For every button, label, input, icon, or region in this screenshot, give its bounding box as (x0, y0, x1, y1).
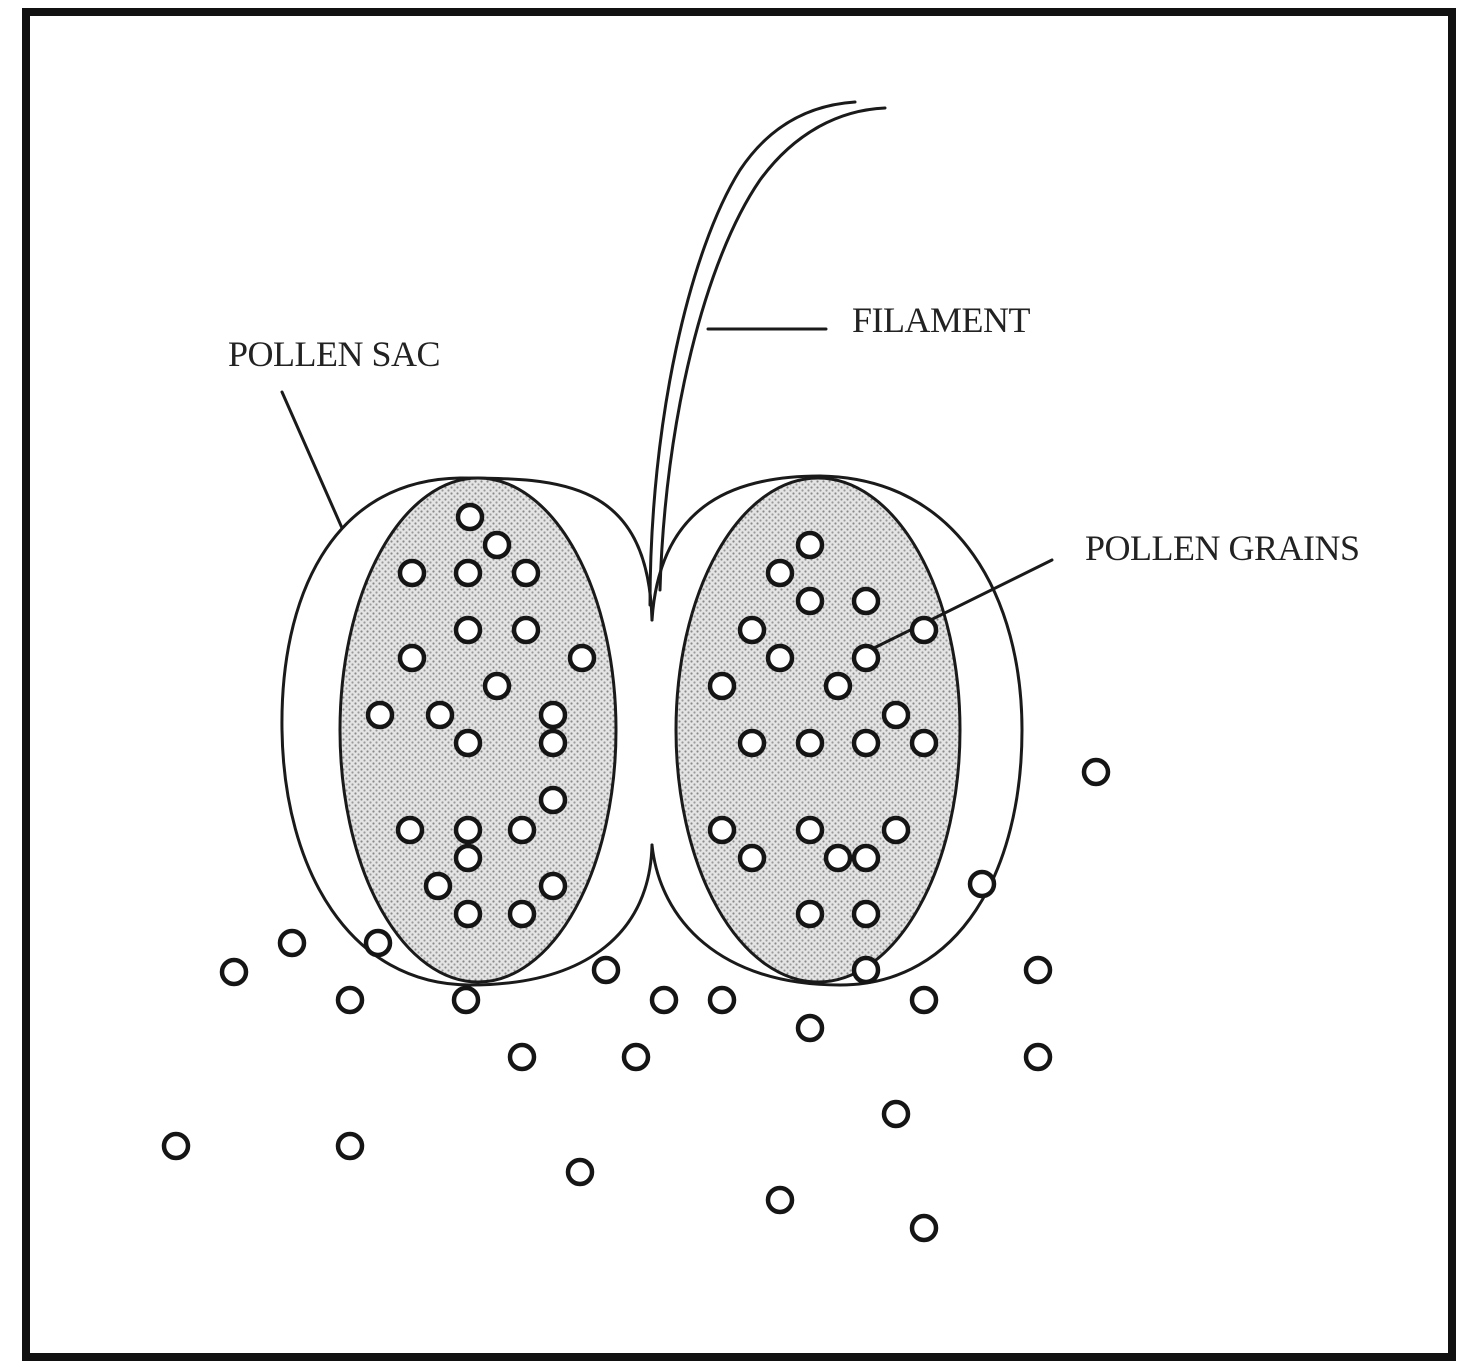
pollen-grain (514, 618, 538, 642)
pollen-grain (970, 872, 994, 896)
pollen-grain (510, 902, 534, 926)
pollen-grain (456, 561, 480, 585)
pollen-sac-leader-line (282, 392, 342, 528)
pollen-grain (854, 731, 878, 755)
pollen-grain (912, 618, 936, 642)
pollen-grain (710, 818, 734, 842)
pollen-grain (912, 731, 936, 755)
pollen-grain (456, 731, 480, 755)
pollen-grain (740, 846, 764, 870)
pollen-grain (458, 505, 482, 529)
pollen-grain (826, 846, 850, 870)
pollen-grain (710, 674, 734, 698)
pollen-grain (426, 874, 450, 898)
pollen-grains-label: POLLEN GRAINS (1085, 528, 1360, 568)
pollen-grains (164, 505, 1108, 1240)
pollen-grain (912, 1216, 936, 1240)
pollen-grain (568, 1160, 592, 1184)
pollen-grain (338, 988, 362, 1012)
pollen-grain (368, 703, 392, 727)
pollen-grain (740, 731, 764, 755)
pollen-grain (164, 1134, 188, 1158)
pollen-grain (338, 1134, 362, 1158)
pollen-grain (280, 931, 304, 955)
pollen-grain (854, 958, 878, 982)
pollen-grain (456, 846, 480, 870)
pollen-grain (510, 818, 534, 842)
pollen-grain (854, 589, 878, 613)
pollen-grain (826, 674, 850, 698)
pollen-grain (456, 618, 480, 642)
pollen-grain (400, 561, 424, 585)
pollen-grain (740, 618, 764, 642)
pollen-grain (652, 988, 676, 1012)
pollen-grain (798, 589, 822, 613)
pollen-grain (854, 902, 878, 926)
pollen-grain (456, 818, 480, 842)
pollen-grain (541, 788, 565, 812)
pollen-grain (710, 988, 734, 1012)
pollen-grain (884, 818, 908, 842)
pollen-grain (1026, 1045, 1050, 1069)
pollen-grain (854, 846, 878, 870)
pollen-grain (222, 960, 246, 984)
pollen-grain (541, 703, 565, 727)
filament-label: FILAMENT (852, 300, 1030, 340)
pollen-grain (798, 902, 822, 926)
pollen-grain (454, 988, 478, 1012)
pollen-grain (798, 818, 822, 842)
pollen-grain (884, 1102, 908, 1126)
pollen-grain (768, 561, 792, 585)
pollen-grain (398, 818, 422, 842)
pollen-grain (624, 1045, 648, 1069)
pollen-grain (884, 703, 908, 727)
pollen-grain (854, 646, 878, 670)
pollen-sac-label: POLLEN SAC (228, 334, 440, 374)
pollen-grain (485, 674, 509, 698)
pollen-grain (1026, 958, 1050, 982)
pollen-grain (768, 646, 792, 670)
pollen-grain (456, 902, 480, 926)
pollen-grain (514, 561, 538, 585)
right-pollen-sac (652, 476, 1022, 985)
pollen-grain (510, 1045, 534, 1069)
pollen-grain (400, 646, 424, 670)
pollen-grain (768, 1188, 792, 1212)
pollen-grain (366, 931, 390, 955)
pollen-grain (798, 1016, 822, 1040)
pollen-grain (594, 958, 618, 982)
pollen-grain (798, 533, 822, 557)
pollen-grain (570, 646, 594, 670)
pollen-grain (485, 533, 509, 557)
pollen-grain (428, 703, 452, 727)
pollen-grain (1084, 760, 1108, 784)
pollen-grain (912, 988, 936, 1012)
pollen-grain (541, 874, 565, 898)
pollen-grain (541, 731, 565, 755)
pollen-grain (798, 731, 822, 755)
